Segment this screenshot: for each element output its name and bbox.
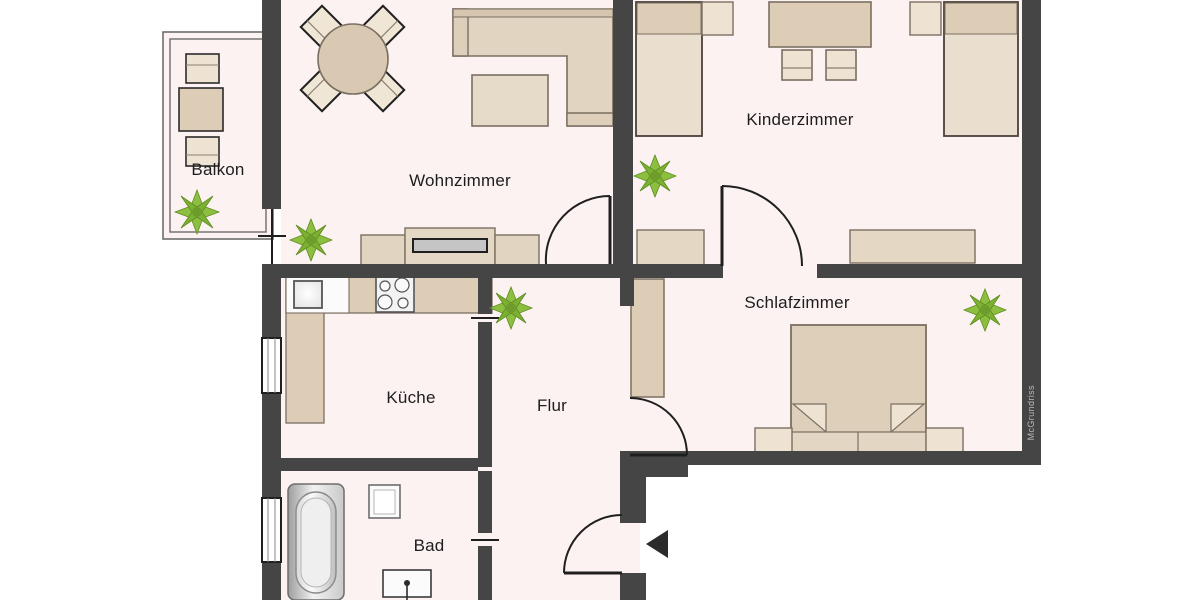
plant-kinderzimmer [632,153,678,199]
sofa-armrest-bottom [566,112,614,127]
bathtub-basin [300,497,332,588]
kueche-furniture [285,275,493,424]
schlafzimmer-furniture [630,278,964,461]
room-label-balkon: Balkon [191,160,245,179]
coffee-table [471,74,549,127]
wall-kinder-schlaf [613,264,723,278]
door-arc-schlafzimmer [629,397,688,456]
nightstand-right-kinder [909,1,942,36]
plant-schlafzimmer [962,287,1008,333]
bad-furniture [287,483,432,600]
wall-wz-flur [539,264,634,278]
room-label-bad: Bad [413,536,445,555]
watermark-mcgrundriss: McGrundriss [1026,385,1036,441]
balcony-table [178,87,224,132]
tv-media-unit [360,227,540,268]
wall-flur-right-upper [620,278,634,306]
wohnzimmer-furniture [299,4,614,268]
pillow-left [791,403,827,434]
door-arc-entrance [563,514,623,574]
door-arc-wohnzimmer [544,194,611,265]
wall-entry-header [620,465,688,477]
dresser-right-kinder [849,229,976,264]
room-label-wohnzimmer: Wohnzimmer [409,171,511,190]
wall-flur-right-entry-bot [620,573,646,600]
round-dining-table [317,23,389,95]
balcony-chair-bottom [185,136,220,167]
wall-kueche-flur-a [478,278,492,314]
wall-outer-right [1022,0,1041,465]
sofa-backrest [452,8,614,18]
bed-left-pillow [636,2,702,35]
plant-wohnzimmer-left [288,217,334,263]
dresser-left-kinder [636,229,705,266]
wall-kinder-schlaf-2 [817,264,1022,278]
burner-tl [379,280,391,292]
wall-bad-flur-b [478,546,492,600]
plant-kueche-flur [488,285,534,331]
door-opening-ticks [471,317,499,541]
desk-chair-left [781,49,813,81]
pillow-right [890,403,926,434]
wall-wz-kinder [613,0,633,278]
sink [293,280,323,309]
floor-flur-lower [492,465,640,600]
walls [262,0,1041,600]
wall-kueche-flur-b [478,322,492,467]
wall-wohnzimmer-bottom [262,264,552,278]
kinderzimmer-furniture [635,1,1019,266]
door-swings [544,185,803,575]
desk [768,1,872,48]
wall-flur-right-mid [620,451,634,465]
desk-chair-right [825,49,857,81]
burner-bl [377,294,393,310]
window-kueche [261,337,282,394]
wall-outer-left-mid [262,264,281,338]
nightstand-left-kinder [701,1,734,36]
entrance-arrow [646,530,668,558]
room-label-flur: Flur [536,396,568,415]
window-bad [261,497,282,563]
wall-kueche-bad [281,458,478,471]
wall-outer-left-upper [262,0,281,209]
balcony-chair-top [185,53,220,84]
wall-bad-flur-a [478,471,492,533]
burner-tr [394,277,410,293]
balcony-door-marks [258,209,286,264]
sink-basin-inner [373,489,396,515]
windows [261,337,282,563]
wall-schlaf-bottom [628,451,1022,465]
room-label-kueche: Küche [386,388,436,407]
door-arc-kinderzimmer [721,185,803,267]
room-label-schlafzimmer: Schlafzimmer [744,293,850,312]
wardrobe-tall [630,278,665,398]
plant-balkon [173,188,221,236]
room-label-kinderzimmer: Kinderzimmer [746,110,854,129]
wall-outer-left-mid2 [262,393,281,498]
potted-plants [173,153,1008,333]
burner-br [397,297,409,309]
balkon-furniture [178,53,224,167]
wall-outer-left-lower [262,562,281,600]
bed-right-pillow [944,2,1018,35]
